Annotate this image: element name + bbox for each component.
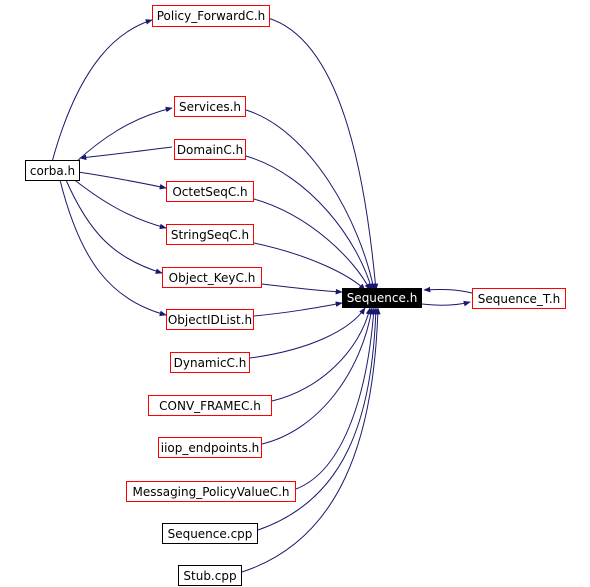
node-label: CONV_FRAMEC.h: [159, 398, 261, 413]
node-label: Stub.cpp: [183, 568, 237, 583]
node-object-key[interactable]: Object_KeyC.h: [162, 267, 262, 288]
edge-object-key-to-sequence: [261, 283, 343, 295]
node-label: ObjectIDList.h: [167, 312, 253, 327]
node-label: DynamicC.h: [173, 355, 247, 370]
edge-objectidlist-to-sequence: [253, 301, 343, 317]
node-conv-frame[interactable]: CONV_FRAMEC.h: [148, 395, 272, 416]
node-label: DomainC.h: [176, 142, 244, 157]
edge-policy-forward-to-sequence: [267, 17, 379, 291]
node-services[interactable]: Services.h: [174, 96, 246, 117]
edge-corba-to-octetseq: [77, 171, 167, 190]
node-dynamic[interactable]: DynamicC.h: [170, 352, 250, 373]
edge-corba-to-policy-forward: [51, 19, 153, 163]
node-label: StringSeqC.h: [170, 227, 250, 242]
node-label: Sequence_T.h: [477, 291, 561, 306]
node-sequence-cpp[interactable]: Sequence.cpp: [162, 523, 258, 544]
edge-corba-to-object-key: [65, 179, 163, 274]
node-policy-forward[interactable]: Policy_ForwardC.h: [152, 5, 270, 27]
edge-sequence-cpp-to-sequence: [257, 307, 379, 531]
node-domain[interactable]: DomainC.h: [174, 139, 246, 160]
edge-dynamic-to-sequence: [249, 307, 366, 359]
node-iiop-endpoints[interactable]: iiop_endpoints.h: [158, 437, 262, 458]
edge-messaging-to-sequence: [295, 307, 377, 490]
edge-corba-to-services: [75, 106, 173, 163]
edge-conv-frame-to-sequence: [271, 307, 372, 402]
node-sequence-t[interactable]: Sequence_T.h: [472, 288, 566, 309]
node-messaging-policyvalue[interactable]: Messaging_PolicyValueC.h: [126, 481, 296, 502]
node-label: Services.h: [178, 99, 242, 114]
edge-domain-to-corba: [79, 146, 173, 161]
node-label: Sequence.h: [346, 291, 418, 305]
node-label: Sequence.cpp: [167, 526, 253, 541]
edge-sequence-t-to-sequence: [423, 286, 473, 294]
node-objectidlist[interactable]: ObjectIDList.h: [166, 309, 254, 330]
node-label: corba.h: [29, 163, 76, 178]
node-label: iiop_endpoints.h: [160, 440, 260, 455]
node-label: OctetSeqC.h: [172, 184, 248, 199]
edge-services-to-sequence: [245, 109, 376, 291]
node-sequence[interactable]: Sequence.h: [342, 288, 422, 308]
node-label: Object_KeyC.h: [168, 270, 256, 285]
edge-octetseq-to-sequence: [253, 198, 371, 291]
node-stub-cpp[interactable]: Stub.cpp: [178, 565, 242, 586]
edge-corba-to-objectidlist: [59, 179, 167, 317]
edge-iiop-endpoints-to-sequence: [261, 307, 374, 445]
edge-sequence-to-sequence-t: [421, 300, 471, 307]
node-label: Messaging_PolicyValueC.h: [132, 484, 290, 499]
edge-domain-to-sequence: [245, 155, 373, 291]
edge-corba-to-stringseq: [71, 177, 167, 230]
node-stringseq[interactable]: StringSeqC.h: [166, 224, 254, 245]
node-octetseq[interactable]: OctetSeqC.h: [166, 181, 254, 202]
node-corba[interactable]: corba.h: [25, 160, 80, 181]
edge-stringseq-to-sequence: [253, 242, 366, 291]
edge-stub-cpp-to-sequence: [241, 307, 381, 573]
node-label: Policy_ForwardC.h: [156, 9, 266, 23]
